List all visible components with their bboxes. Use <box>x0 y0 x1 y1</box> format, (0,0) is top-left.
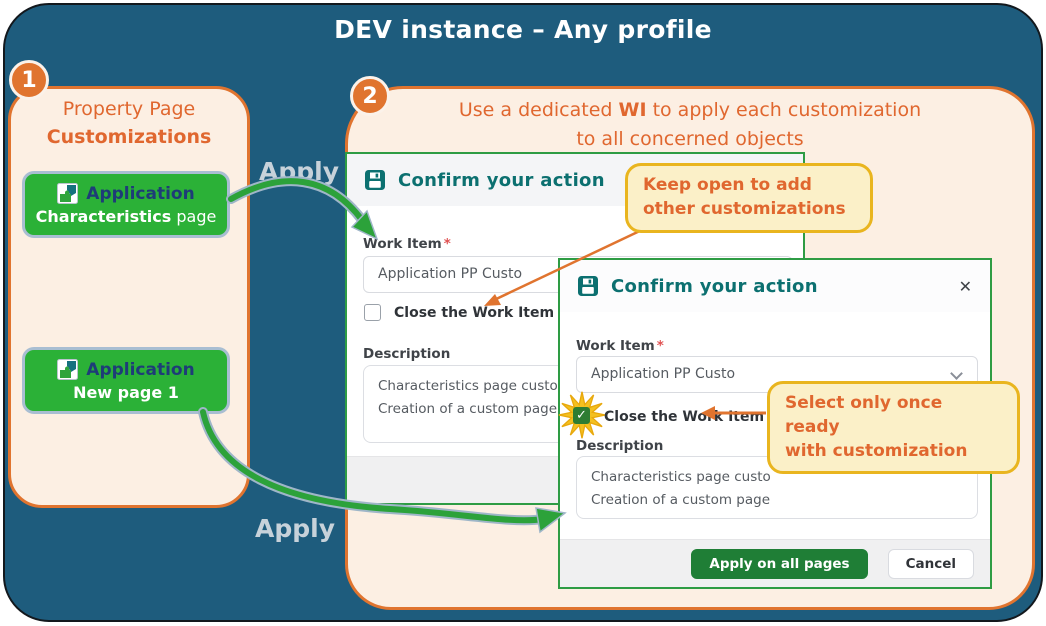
description-label: Description <box>576 438 664 454</box>
apply-label-top: Apply <box>259 157 340 186</box>
panel1-heading: Property Page Customizations <box>8 96 250 151</box>
dialog2-footer: Apply on all pages Cancel <box>560 539 990 587</box>
dialog2-title: Confirm your action <box>611 275 818 297</box>
required-asterisk: * <box>656 338 664 354</box>
application-puzzle-icon <box>57 359 79 380</box>
panel2-heading-line1: Use a dedicated WI to apply each customi… <box>458 99 922 121</box>
close-work-item-checkbox-checked[interactable]: ✓ <box>573 407 590 424</box>
customization-name: New page 1 <box>73 383 179 402</box>
customization-button-new-page-1[interactable]: Application New page 1 <box>22 347 230 414</box>
save-floppy-icon <box>578 276 598 296</box>
description-textarea[interactable]: Characteristics page custo Creation of a… <box>576 456 978 519</box>
dialog1-title: Confirm your action <box>398 169 605 191</box>
description-label: Description <box>363 346 451 362</box>
application-puzzle-icon <box>57 183 79 204</box>
work-item-label: Work Item* <box>576 338 664 354</box>
panel1-heading-line2: Customizations <box>46 125 212 148</box>
callout-keep-open: Keep open to add other customizations <box>625 163 873 233</box>
required-asterisk: * <box>443 236 451 252</box>
close-work-item-label: Close the Work Item <box>604 409 765 425</box>
object-type-label: Application <box>86 359 195 380</box>
description-line: Characteristics page custo <box>378 378 558 394</box>
apply-label-bottom: Apply <box>255 514 336 543</box>
diagram-title: DEV instance – Any profile <box>334 15 712 44</box>
close-work-item-label: Close the Work Item <box>394 304 555 321</box>
cancel-button[interactable]: Cancel <box>887 548 974 579</box>
close-work-item-row: Close the Work Item <box>364 304 554 321</box>
callout-select-once-ready: Select only once ready with customizatio… <box>767 381 1020 475</box>
apply-on-all-pages-button[interactable]: Apply on all pages <box>691 548 868 579</box>
object-type-label: Application <box>86 183 195 204</box>
work-item-label: Work Item* <box>363 236 451 252</box>
close-icon[interactable]: ✕ <box>958 276 972 296</box>
panel2-heading: Use a dedicated WI to apply each customi… <box>345 96 1035 153</box>
description-line: Creation of a custom page <box>591 491 771 508</box>
panel1-heading-line1: Property Page <box>62 98 196 120</box>
description-line: Characteristics page custo <box>591 469 771 485</box>
close-work-item-checkbox[interactable] <box>364 304 381 321</box>
dialog2-header: Confirm your action ✕ <box>560 260 990 312</box>
customization-button-characteristics-page[interactable]: Application Characteristics page <box>22 171 230 238</box>
customization-name: Characteristics page <box>35 207 217 226</box>
step-1-badge: 1 <box>9 60 49 100</box>
step-2-badge: 2 <box>350 76 390 116</box>
chevron-down-icon <box>950 367 963 380</box>
save-floppy-icon <box>365 170 385 190</box>
panel2-heading-line2: to all concerned objects <box>576 127 804 150</box>
